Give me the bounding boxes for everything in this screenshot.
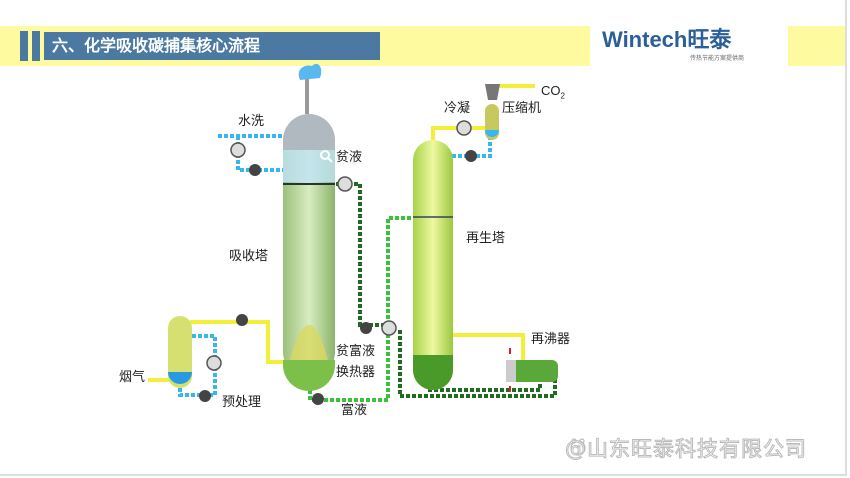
company-logo: Wintech旺泰 传热节能方案提供商 (590, 26, 788, 66)
magnifier-icon (320, 150, 333, 163)
header-accent-bar (20, 31, 28, 61)
co2-text: CO (541, 83, 561, 98)
label-compressor: 压缩机 (502, 101, 542, 116)
pretreat-loop (178, 334, 217, 397)
label-rich-liquid: 富液 (341, 403, 368, 418)
page-title: 六、化学吸收碳捕集核心流程 (44, 32, 380, 60)
label-heat-exchanger-1: 贫富液 (336, 344, 376, 359)
regen-feed-pipe (386, 216, 415, 325)
label-heat-exchanger-2: 换热器 (336, 365, 376, 380)
regenerator-column (413, 140, 453, 390)
lean-liquid-pipe (330, 182, 388, 327)
co2-subscript: 2 (560, 91, 565, 101)
label-lean-liquid: 贫液 (336, 150, 363, 165)
watermark: @山东旺泰科技有限公司 (565, 437, 807, 462)
heat-exchanger-icon (206, 120, 472, 371)
label-flue-gas: 烟气 (119, 370, 146, 385)
label-pretreatment: 预处理 (222, 395, 262, 410)
label-absorber: 吸收塔 (229, 249, 269, 264)
header-accent-bar (32, 31, 40, 61)
watermark-logo-icon (570, 438, 586, 456)
exhaust-stack (305, 78, 309, 114)
logo-tagline: 传热节能方案提供商 (690, 55, 745, 62)
water-wash-pipe (218, 134, 290, 172)
label-regenerator: 再生塔 (466, 231, 506, 246)
label-condense: 冷凝 (444, 101, 471, 116)
rich-liquid-pipe (308, 325, 390, 402)
label-reboiler: 再沸器 (531, 332, 571, 347)
exhaust-plume (298, 63, 322, 80)
reflux-pipe (452, 136, 492, 158)
label-water-wash: 水洗 (238, 114, 265, 129)
reboiler (506, 360, 558, 382)
logo-text: Wintech旺泰 (602, 27, 732, 52)
label-co2: CO2 (541, 83, 565, 101)
pretreatment-vessel (168, 316, 192, 388)
compressor-icon (485, 84, 500, 100)
gas-feed-pipe (190, 320, 284, 364)
pump-icon (199, 150, 477, 405)
reboiler-vapor-pipe (452, 333, 525, 360)
